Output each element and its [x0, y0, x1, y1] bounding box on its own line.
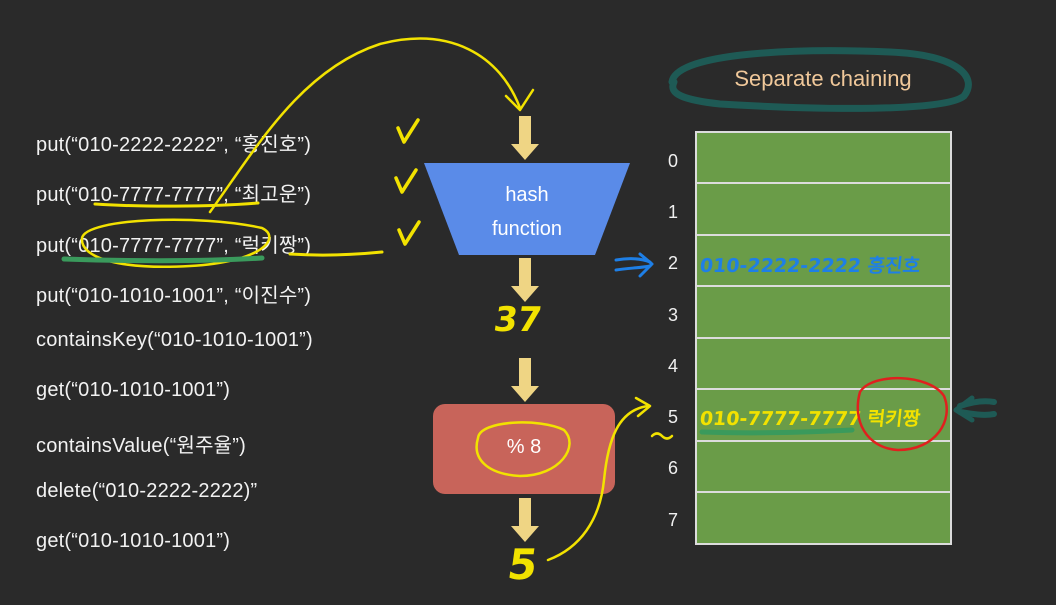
bucket-index-2: 2	[667, 253, 678, 273]
squiggle-mark	[650, 432, 674, 440]
checkmark-icon	[394, 168, 418, 194]
table-title: Separate chaining	[734, 66, 912, 91]
bucket-divider	[695, 234, 952, 236]
hash-function-label: hash function	[424, 178, 630, 246]
bucket-index-0: 0	[667, 151, 678, 171]
bucket-divider	[695, 285, 952, 287]
bucket-divider	[695, 491, 952, 493]
bucket-index-6: 6	[667, 458, 678, 478]
bucket-index-7: 7	[667, 510, 678, 530]
checkmark-icon	[397, 220, 421, 246]
arrow-hash-output	[511, 258, 539, 302]
slot-5-entry: 010-7777-7777 럭키짱	[698, 408, 922, 430]
operation-put-1: put(“010-2222-2222”, “홍진호”)	[36, 134, 312, 156]
arrow-into-modulo	[511, 358, 539, 402]
slot-2-entry: 010-2222-2222 홍진호	[698, 255, 922, 277]
hash-value: 37	[491, 300, 545, 340]
bucket-index-4: 4	[667, 356, 678, 376]
bucket-index-3: 3	[667, 305, 678, 325]
double-arrow-left-icon	[953, 395, 997, 423]
bucket-divider	[695, 182, 952, 184]
bucket-divider	[695, 440, 952, 442]
bucket-divider	[695, 337, 952, 339]
operation-get-1: get(“010-1010-1001”)	[36, 379, 231, 401]
operation-put-3: put(“010-7777-7777”, “럭키짱”)	[36, 235, 312, 257]
double-arrow-right-icon	[614, 252, 654, 278]
operation-contains-value: containsValue(“원주율”)	[36, 435, 247, 457]
bucket-index-1: 1	[667, 202, 678, 222]
operation-contains-key: containsKey(“010-1010-1001”)	[36, 329, 313, 351]
arc-arrowhead	[504, 88, 535, 112]
key-green-underline	[61, 255, 265, 264]
curve-arrowhead	[634, 396, 652, 418]
operation-put-2: put(“010-7777-7777”, “최고운”)	[36, 184, 312, 206]
index-value: 5	[504, 540, 541, 589]
arrow-into-hash	[511, 116, 539, 160]
hash-function-line2: function	[491, 218, 563, 240]
operation-put-4: put(“010-1010-1001”, “이진수”)	[36, 285, 312, 307]
checkmark-icon	[396, 118, 420, 144]
hash-function-line1: hash	[505, 184, 549, 206]
bucket-index-5: 5	[667, 407, 678, 427]
operation-delete: delete(“010-2222-2222)”	[36, 480, 258, 502]
bucket-divider	[695, 388, 952, 390]
arrow-modulo-output	[511, 498, 539, 542]
operation-get-2: get(“010-1010-1001”)	[36, 530, 231, 552]
modulo-label: % 8	[506, 436, 542, 458]
